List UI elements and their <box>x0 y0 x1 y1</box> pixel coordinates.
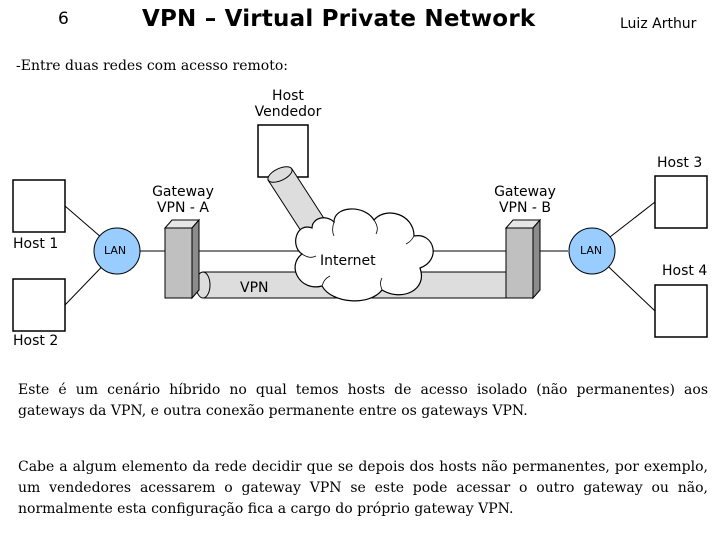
lan-right-label: LAN <box>580 244 603 257</box>
lan-left-node <box>93 227 141 275</box>
host-vendedor-label: Host Vendedor <box>238 88 338 120</box>
lan-right-node <box>568 227 616 275</box>
host-vendedor-label-line2: Vendedor <box>254 104 322 120</box>
paragraph-1: Este é um cenário híbrido no qual temos … <box>18 382 708 419</box>
gateway-b-label: Gateway VPN - B <box>475 184 575 216</box>
host3-box <box>654 175 708 229</box>
host1-box <box>12 179 66 233</box>
gateway-a <box>163 218 201 300</box>
gateway-a-label: Gateway VPN - A <box>133 184 233 216</box>
host4-label: Host 4 <box>662 263 708 279</box>
gateway-b-label-line1: Gateway <box>494 184 556 200</box>
lan-left-label: LAN <box>104 244 127 257</box>
vpn-label: VPN <box>240 280 269 296</box>
host3-label: Host 3 <box>657 155 703 171</box>
slide-number: 6 <box>58 9 69 29</box>
paragraph-2: Cabe a algum elemento da rede decidir qu… <box>18 459 708 517</box>
host2-box <box>12 278 66 332</box>
gateway-b-label-line2: VPN - B <box>498 200 552 216</box>
internet-label: Internet <box>320 253 376 269</box>
slide-subtitle: -Entre duas redes com acesso remoto: <box>16 58 289 74</box>
author-name: Luiz Arthur <box>620 16 697 32</box>
gateway-a-label-line1: Gateway <box>152 184 214 200</box>
host1-label: Host 1 <box>13 236 59 252</box>
host-vendedor-label-line1: Host <box>272 88 304 104</box>
host2-label: Host 2 <box>13 333 59 349</box>
host4-box <box>654 284 708 338</box>
internet-cloud <box>294 208 434 302</box>
page-title: VPN – Virtual Private Network <box>142 6 536 32</box>
gateway-a-label-line2: VPN - A <box>156 200 210 216</box>
gateway-b <box>504 218 542 300</box>
